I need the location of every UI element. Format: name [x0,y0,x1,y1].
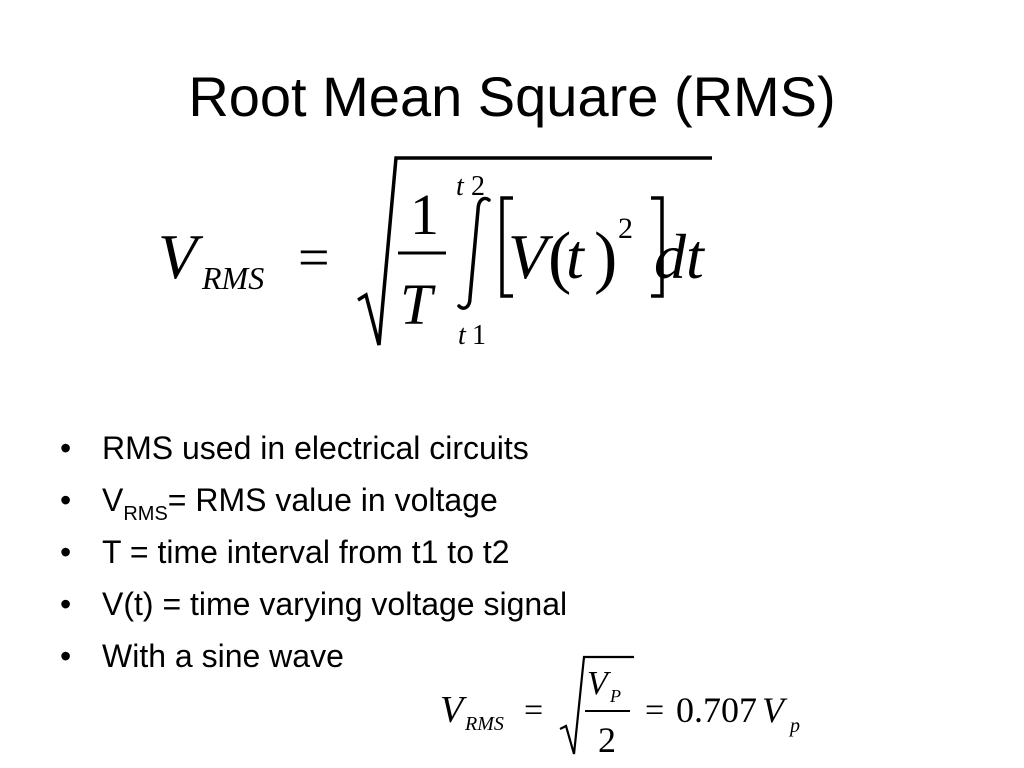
sine-equals-2: = [645,692,664,729]
bullet-text: RMS used in electrical circuits [102,430,529,466]
integral-sign [457,196,491,310]
integral-lower-var: t [458,320,467,351]
sine-frac-den: 2 [598,720,616,760]
slide-title: Root Mean Square (RMS) [188,65,836,128]
list-item: • T = time interval from t1 to t2 [60,532,567,584]
bullet-list: • RMS used in electrical circuits • VRMS= … [60,428,567,688]
integrand-open-paren: ( [548,219,571,296]
bullet-dot: • [60,586,72,622]
formula-equals: = [298,227,330,289]
integrand-arg: t [566,221,586,292]
differential: dt [654,221,706,292]
bullet-var: V [102,482,124,518]
right-bracket [651,196,664,298]
list-item: • With a sine wave [60,636,567,688]
sine-frac-num-var: V [587,665,612,702]
list-item: • VRMS= RMS value in voltage [60,480,567,532]
bullet-text: T = time interval from t1 to t2 [102,534,510,570]
sine-frac-num-sub: P [609,686,621,706]
integrand-var: V [508,221,554,292]
integrand-close-paren: ) [594,219,617,296]
fraction-numerator: 1 [410,182,439,247]
bullet-text: = RMS value in voltage [167,482,498,518]
integral-upper-num: 2 [471,171,485,202]
sine-lhs-subscript: RMS [464,713,504,735]
list-item: • V(t) = time varying voltage signal [60,584,567,636]
sine-rhs-sub: p [788,715,800,737]
formula-lhs-var: V [158,221,204,292]
fraction-denominator: T [400,272,436,337]
bullet-dot: • [60,534,72,570]
bullet-text: V(t) = time varying voltage signal [102,586,568,622]
square-root-radical [357,156,712,346]
integral-lower-num: 1 [472,320,486,351]
sine-rhs-var: V [762,690,788,730]
integral-upper-var: t [456,171,465,202]
formula-lhs-subscript: RMS [201,260,264,296]
sine-coefficient: 0.707 [676,690,757,730]
bullet-dot: • [60,430,72,466]
sine-square-root-radical [559,655,634,755]
bullet-subscript: RMS [123,503,168,525]
sine-equals: = [524,692,543,729]
bullet-dot: • [60,482,72,518]
left-bracket [500,196,513,298]
bullet-text: With a sine wave [102,638,344,674]
sine-lhs-var: V [440,689,467,731]
integrand-exponent: 2 [618,212,633,245]
list-item: • RMS used in electrical circuits [60,428,567,480]
bullet-dot: • [60,638,72,674]
